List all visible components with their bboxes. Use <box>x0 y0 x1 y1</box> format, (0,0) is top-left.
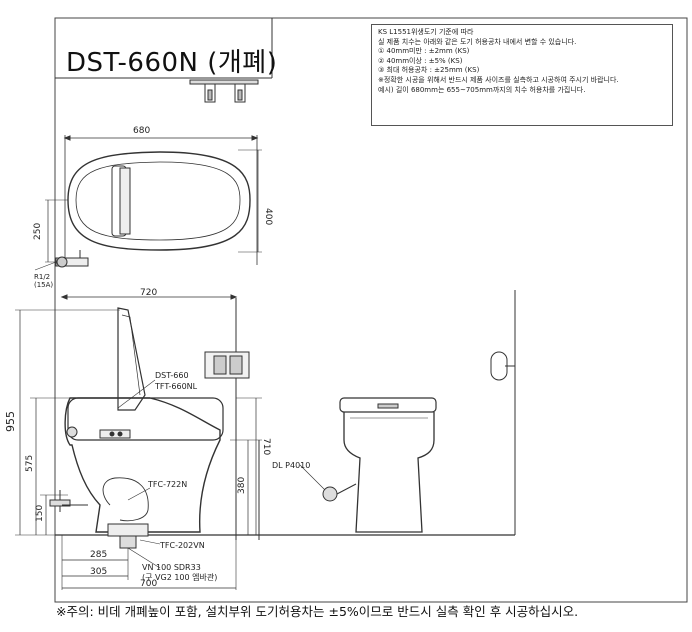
dim-wall-height: 710 <box>261 438 271 455</box>
tolerance-note-box: KS L1551위생도기 기준에 따라 실 제품 치수는 아래와 같은 도기 허… <box>371 24 673 126</box>
wall-bracket-icon <box>189 79 259 103</box>
dim-floor-a: 285 <box>90 550 107 560</box>
note-line: 예시) 길이 680mm는 655~705mm까지의 치수 허용차를 가집니다. <box>378 85 586 94</box>
dim-tank-height: 380 <box>237 477 247 494</box>
dim-total-height: 955 <box>4 411 17 432</box>
note-line: KS L1551위생도기 기준에 따라 <box>378 28 474 36</box>
label-part-tfc202: TFC-202VN <box>159 541 205 550</box>
dim-side-length: 720 <box>140 288 157 298</box>
label-dl-part: DL P4010 <box>272 461 310 470</box>
label-part-tfc722: TFC-722N <box>147 480 187 489</box>
label-pipe-vn: VN 100 SDR33 <box>142 563 201 572</box>
pipe-size-label: R1/2 <box>34 273 50 281</box>
pipe-size-label-2: (15A) <box>34 281 53 289</box>
note-line: 실 제품 치수는 아래와 같은 도기 허용공차 내에서 변할 수 있습니다. <box>378 37 577 46</box>
dim-top-offset: 250 <box>33 223 43 240</box>
page-title: DST-660N (개폐) <box>66 48 278 78</box>
label-model-a: DST-660 <box>155 371 189 380</box>
label-pipe-vg: (구 VG2 100 엠바관) <box>142 572 217 582</box>
dim-floor-b: 305 <box>90 567 107 577</box>
footnote-warning: ※주의: 비데 개폐높이 포함, 설치부위 도기허용차는 ±5%이므로 반드시 … <box>56 604 579 619</box>
note-line: ③ 최대 허용공차 : ±25mm (KS) <box>378 66 480 75</box>
note-line: ① 40mm미만 : ±2mm (KS) <box>378 47 470 56</box>
dim-seat-height: 575 <box>25 455 35 472</box>
side-view <box>15 294 270 590</box>
dim-top-depth: 400 <box>263 208 273 225</box>
note-line: ※정확한 시공을 위해서 반드시 제품 사이즈를 실측하고 시공하여 주시기 바… <box>378 75 619 84</box>
dim-top-width: 680 <box>133 126 150 136</box>
front-view <box>270 290 516 536</box>
note-line: ② 40mm이상 : ±5% (KS) <box>378 56 463 65</box>
dim-floor-c: 700 <box>140 579 157 589</box>
label-model-b: TFT-660NL <box>154 382 198 391</box>
dim-bottom-height: 150 <box>35 505 45 522</box>
top-view <box>34 135 262 271</box>
